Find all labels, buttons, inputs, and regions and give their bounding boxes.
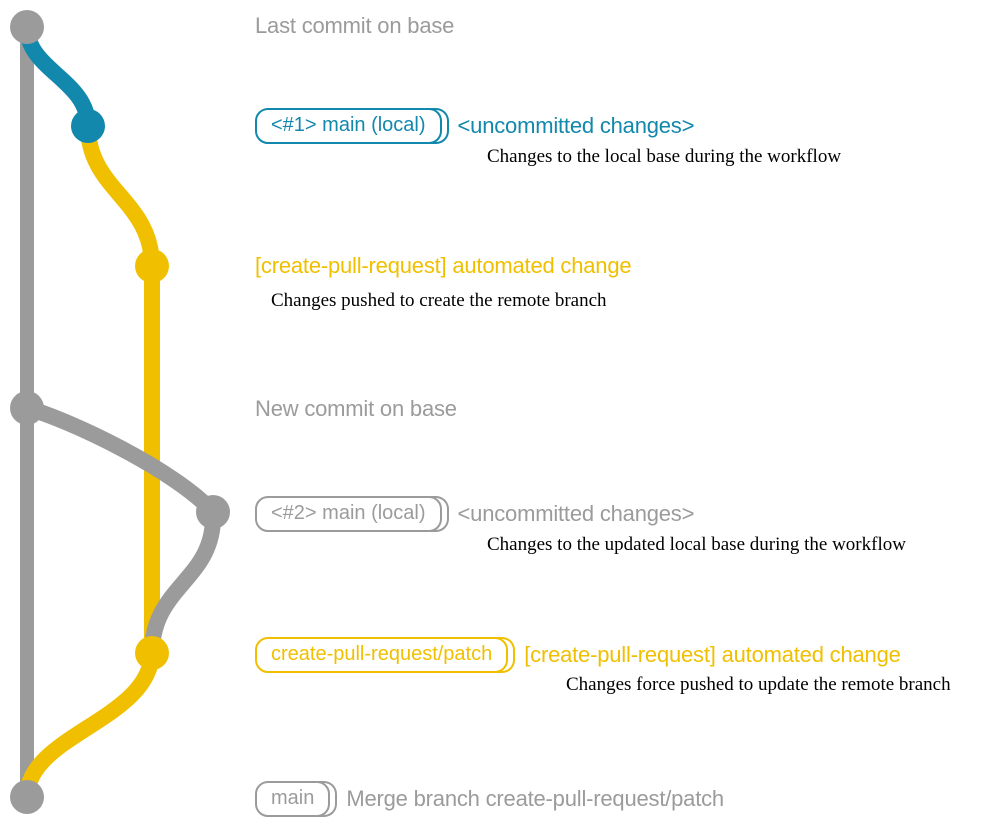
row-local-uncommitted-2: <#2> main (local) <uncommitted changes> (255, 496, 694, 532)
commit-node-patch-2[interactable] (135, 636, 169, 670)
ref-pill-main[interactable]: main (255, 781, 338, 817)
ref-pill-main-local-1[interactable]: <#1> main (local) (255, 108, 449, 144)
commit-node-base-top[interactable] (10, 10, 44, 44)
row-local-uncommitted-1: <#1> main (local) <uncommitted changes> (255, 108, 694, 144)
row-automated-change-1: [create-pull-request] automated change (255, 253, 632, 279)
edge-local2-to-patch2 (144, 504, 222, 661)
commit-subject: <uncommitted changes> (457, 501, 695, 526)
commit-subject: New commit on base (255, 396, 457, 421)
ref-pill-main-local-2[interactable]: <#2> main (local) (255, 496, 449, 532)
commit-subject: Last commit on base (255, 13, 455, 38)
ref-pill-label: <#1> main (local) (255, 108, 442, 144)
row-last-commit-on-base: Last commit on base (255, 13, 454, 39)
commit-description: Changes to the local base during the wor… (487, 146, 842, 167)
commit-description: Changes force pushed to update the remot… (566, 674, 951, 695)
commit-node-local-2[interactable] (196, 495, 230, 529)
commit-node-local-1[interactable] (71, 109, 105, 143)
row-merge-commit: main Merge branch create-pull-request/pa… (255, 781, 724, 817)
commit-node-base-merge[interactable] (10, 780, 44, 814)
commit-description: Changes pushed to create the remote bran… (271, 290, 607, 311)
row-automated-change-2: create-pull-request/patch [create-pull-r… (255, 637, 901, 673)
commit-subject: <uncommitted changes> (457, 113, 695, 138)
commit-node-base-new[interactable] (10, 391, 44, 425)
commit-description: Changes to the updated local base during… (487, 534, 906, 555)
ref-pill-label: main (255, 781, 331, 817)
ref-pill-label: <#2> main (local) (255, 496, 442, 532)
edge-base-to-local1 (19, 19, 96, 134)
commit-node-patch-1[interactable] (135, 249, 169, 283)
commit-subject: [create-pull-request] automated change (255, 253, 632, 278)
commit-subject: [create-pull-request] automated change (524, 642, 901, 667)
edge-basenew-to-local2 (19, 400, 221, 520)
ref-pill-label: create-pull-request/patch (255, 637, 509, 673)
edge-local1-to-patch1 (80, 118, 160, 274)
ref-pill-create-pull-request-patch[interactable]: create-pull-request/patch (255, 637, 516, 673)
row-new-commit-on-base: New commit on base (255, 396, 457, 422)
edge-patch2-to-merge (19, 645, 160, 805)
commit-subject: Merge branch create-pull-request/patch (346, 786, 724, 811)
